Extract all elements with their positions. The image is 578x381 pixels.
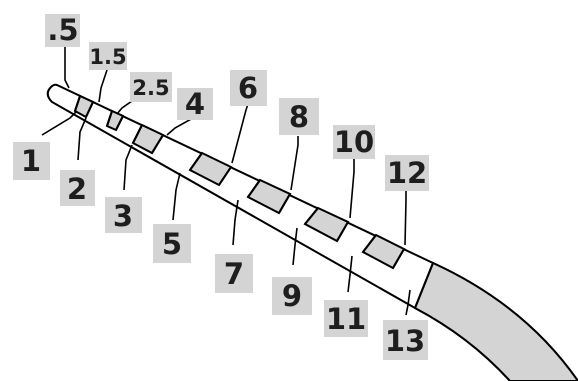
label-box-below: 2 <box>60 170 95 206</box>
label-text: 13 <box>385 324 425 358</box>
label-box-above: 12 <box>385 155 429 191</box>
label-text: 4 <box>185 87 205 121</box>
mark-line <box>132 124 143 144</box>
label-bg <box>153 224 191 263</box>
mark-line <box>218 166 232 186</box>
leader-lines-below <box>41 111 411 316</box>
label-box-above: 6 <box>230 70 267 106</box>
label-bg <box>45 14 80 47</box>
label-bg <box>385 155 429 191</box>
label-bg <box>230 70 267 106</box>
leader-line <box>290 136 299 191</box>
label-text: 9 <box>282 279 302 313</box>
mark-lines <box>74 95 434 309</box>
probe-curved-end <box>413 261 578 381</box>
labels-above: .5 1.5 2.5 4 6 8 10 12 <box>45 13 429 191</box>
leader-line <box>116 100 133 115</box>
labels-below: 1 2 3 5 7 9 11 13 <box>13 142 428 360</box>
mark-line <box>247 179 261 198</box>
label-box-above: 1.5 <box>89 42 127 70</box>
mark-line <box>362 234 377 253</box>
leader-line <box>232 199 239 246</box>
label-box-above: 2.5 <box>130 72 172 102</box>
leader-line <box>41 111 77 136</box>
label-bg <box>383 320 428 360</box>
leader-line <box>347 255 353 293</box>
mark-line <box>278 193 291 214</box>
label-text: 1 <box>21 144 41 178</box>
leader-line <box>292 227 298 266</box>
leader-line <box>77 117 87 161</box>
label-bg <box>13 142 50 180</box>
label-bg <box>333 125 375 159</box>
label-box-below: 3 <box>105 197 142 233</box>
leader-line <box>349 158 355 219</box>
label-box-above: 8 <box>279 98 319 135</box>
leader-line <box>404 190 407 246</box>
mark-line <box>115 115 124 131</box>
label-text: 11 <box>326 302 366 336</box>
leader-line <box>172 172 181 221</box>
leader-line <box>405 289 411 316</box>
label-text: 7 <box>224 257 244 291</box>
label-bg <box>215 254 253 293</box>
label-box-above: 10 <box>333 125 375 159</box>
leader-line <box>231 103 249 164</box>
leader-line <box>98 69 108 103</box>
mark-line <box>74 95 81 112</box>
label-text: 2.5 <box>132 76 169 100</box>
mark-line <box>85 101 94 118</box>
label-bg <box>324 300 368 337</box>
label-text: 5 <box>162 227 182 261</box>
label-box-below: 5 <box>153 224 191 263</box>
label-text: 8 <box>289 100 309 134</box>
label-bg <box>89 42 127 70</box>
mark-line <box>189 152 203 171</box>
leader-line <box>64 46 70 89</box>
label-text: 12 <box>387 156 427 190</box>
label-bg <box>60 170 95 206</box>
leader-line <box>166 117 194 136</box>
leader-line <box>123 144 133 191</box>
mark-line <box>336 221 349 242</box>
mark-line <box>304 207 319 225</box>
label-box-above: .5 <box>45 13 80 47</box>
label-box-below: 1 <box>13 142 50 180</box>
mark-line <box>151 134 164 154</box>
label-box-below: 11 <box>324 300 368 337</box>
label-text: 6 <box>238 71 258 105</box>
label-bg <box>130 72 172 102</box>
label-text: 1.5 <box>89 45 126 69</box>
mark-line <box>414 262 434 309</box>
label-text: 2 <box>67 172 87 206</box>
label-bg <box>279 98 319 135</box>
label-bg <box>177 88 213 120</box>
mark-line <box>106 110 113 127</box>
label-box-below: 7 <box>215 254 253 293</box>
label-box-below: 9 <box>272 277 312 315</box>
label-bg <box>272 277 312 315</box>
label-text: 3 <box>113 199 133 233</box>
label-text: .5 <box>47 13 78 47</box>
label-box-below: 13 <box>383 320 428 360</box>
label-bg <box>105 197 142 233</box>
label-box-above: 4 <box>177 87 213 121</box>
label-text: 10 <box>334 125 374 159</box>
mark-line <box>392 248 405 269</box>
